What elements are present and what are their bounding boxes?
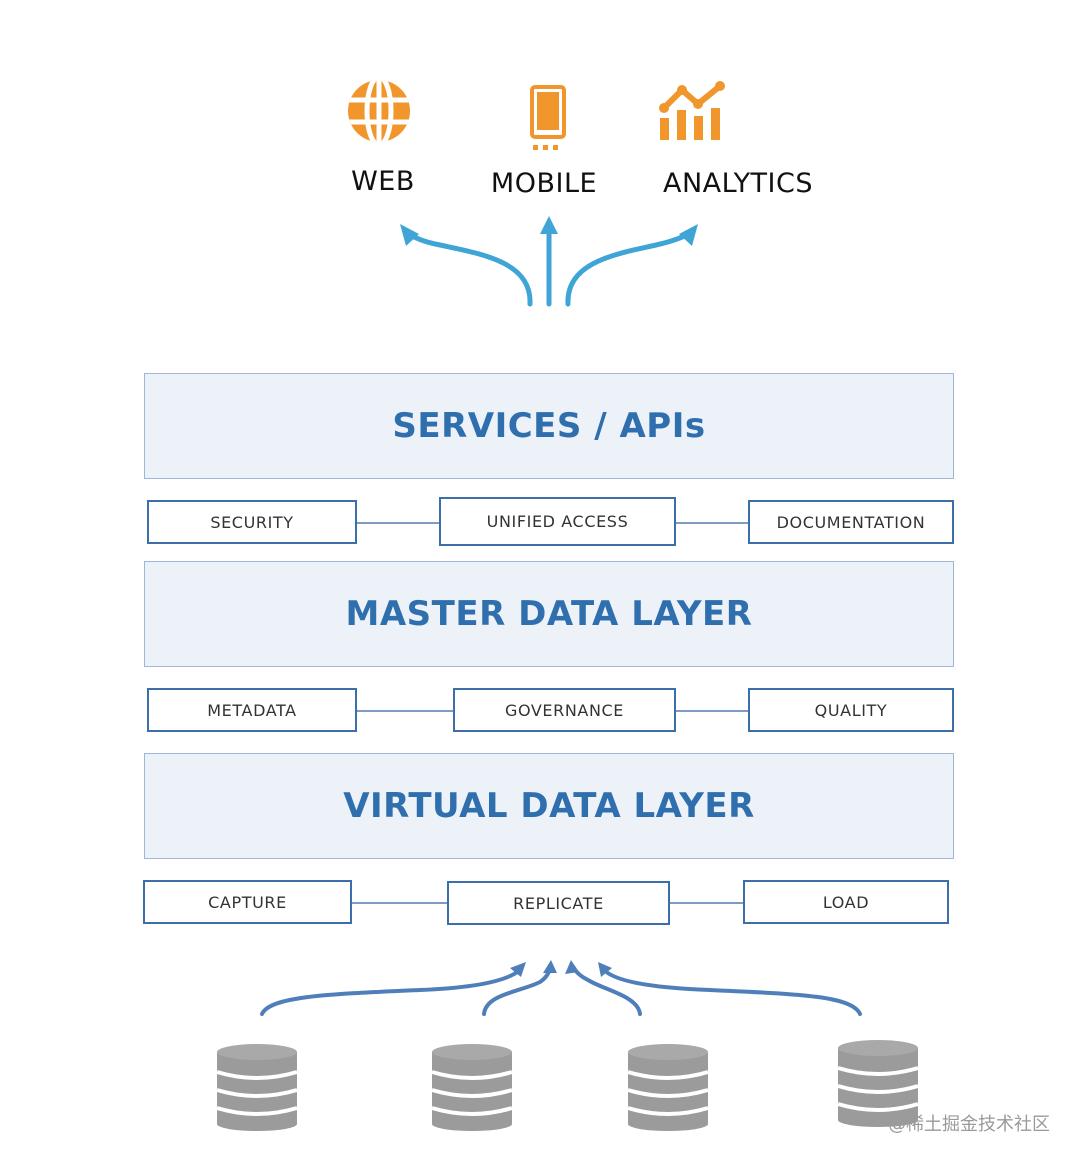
connector-line [675, 710, 749, 712]
quality-box: QUALITY [748, 688, 954, 732]
smartphone-icon [530, 85, 566, 150]
security-label: SECURITY [210, 512, 294, 532]
virtual-data-title: VIRTUAL DATA LAYER [343, 786, 755, 826]
documentation-box: DOCUMENTATION [748, 500, 954, 544]
services-apis-title: SERVICES / APIs [392, 406, 706, 446]
mobile-label: MOBILE [490, 168, 598, 199]
load-box: LOAD [743, 880, 949, 924]
unified-access-label: UNIFIED ACCESS [486, 512, 629, 531]
connector-line [676, 522, 749, 524]
governance-label: GOVERNANCE [504, 700, 625, 720]
connector-line [356, 710, 454, 712]
services-apis-layer: SERVICES / APIs [144, 373, 954, 479]
load-label: LOAD [822, 892, 870, 912]
source-arrows [260, 960, 862, 1016]
watermark: @稀土掘金技术社区 [888, 1114, 1050, 1135]
globe-icon [348, 80, 410, 142]
master-data-layer: MASTER DATA LAYER [144, 561, 954, 667]
database-icon [837, 1040, 919, 1127]
capture-box: CAPTURE [143, 880, 352, 924]
database-icon [627, 1044, 709, 1131]
bar-chart-icon [659, 81, 725, 140]
capture-label: CAPTURE [208, 892, 287, 912]
database-icon [216, 1044, 298, 1131]
governance-box: GOVERNANCE [453, 688, 676, 732]
master-data-title: MASTER DATA LAYER [345, 594, 753, 634]
replicate-label: REPLICATE [513, 893, 604, 913]
database-icon [431, 1044, 513, 1131]
documentation-label: DOCUMENTATION [776, 512, 926, 532]
virtual-data-layer: VIRTUAL DATA LAYER [144, 753, 954, 859]
metadata-label: METADATA [207, 700, 297, 720]
web-label: WEB [351, 166, 415, 197]
replicate-box: REPLICATE [447, 881, 670, 925]
connector-line [351, 902, 448, 904]
metadata-box: METADATA [147, 688, 357, 732]
quality-label: QUALITY [814, 700, 888, 720]
consumer-arrows [400, 216, 698, 307]
connector-line [669, 902, 745, 904]
unified-access-box: UNIFIED ACCESS [439, 497, 676, 546]
security-box: SECURITY [147, 500, 357, 544]
analytics-label: ANALYTICS [662, 168, 814, 199]
connector-line [356, 522, 440, 524]
